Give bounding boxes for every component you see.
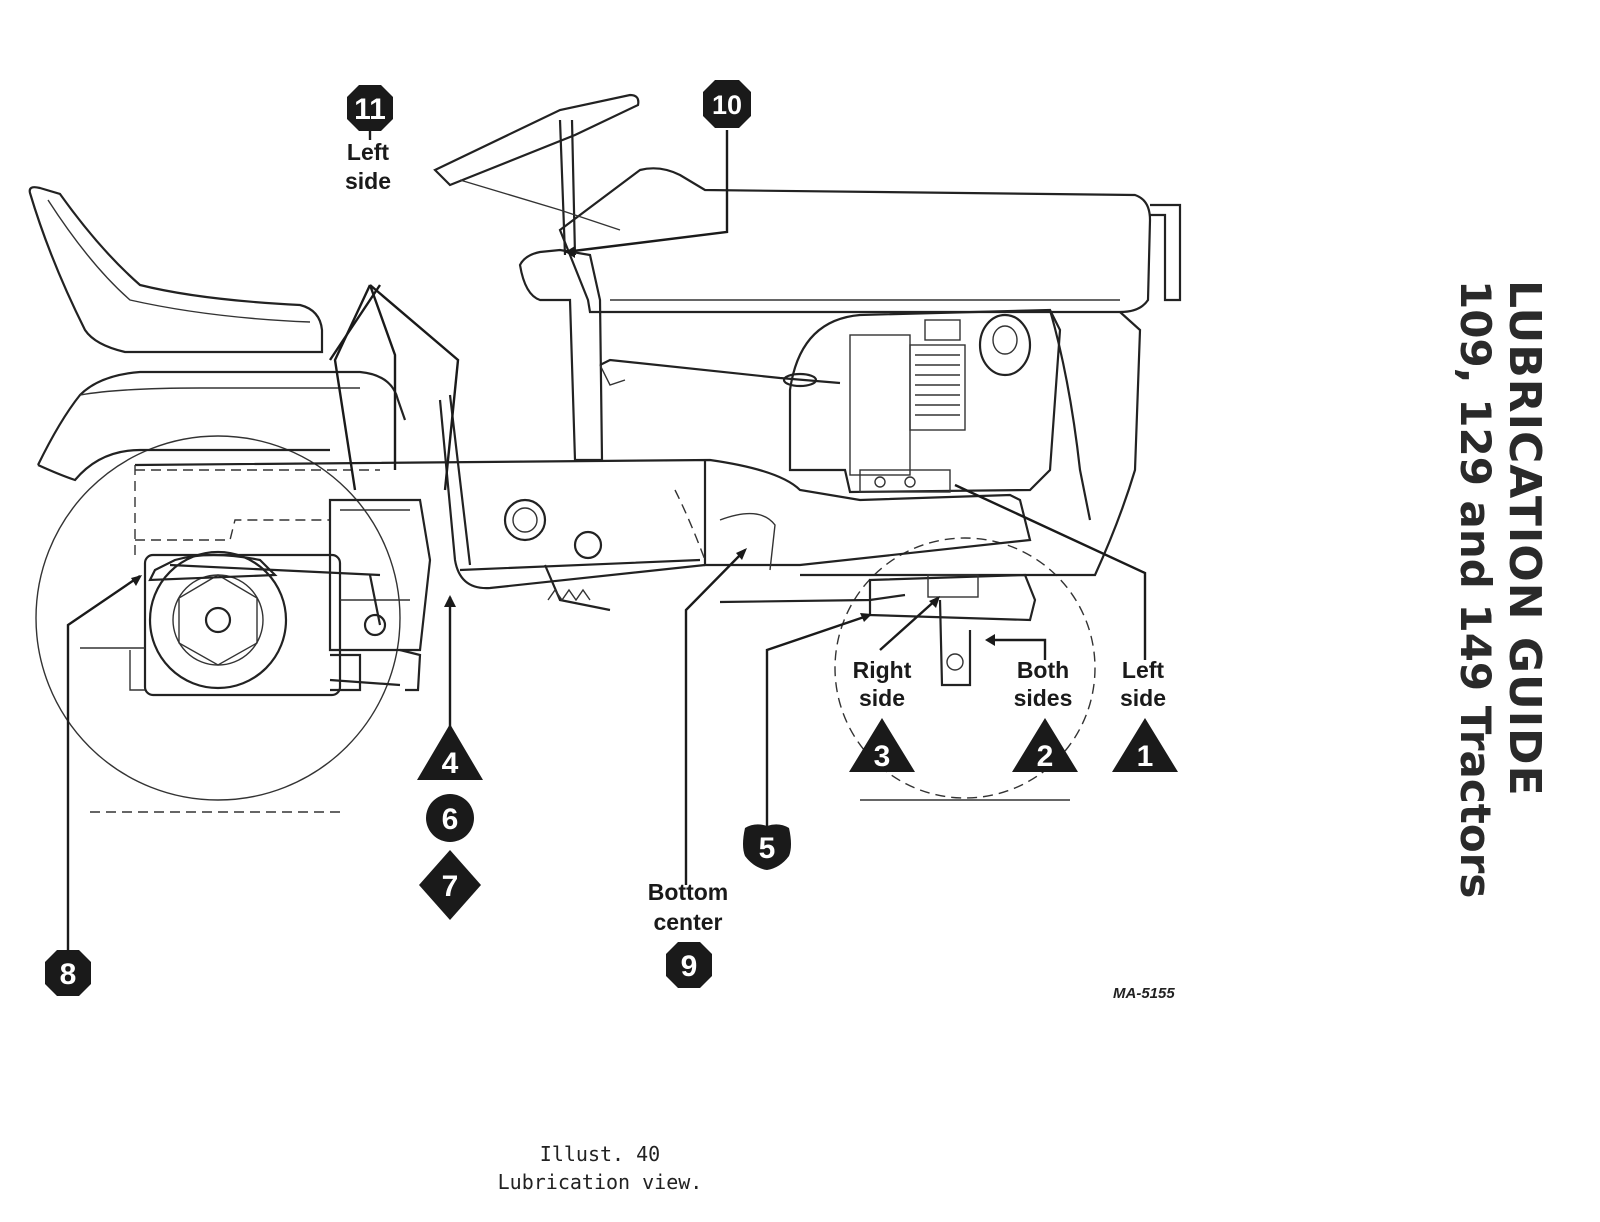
octagon-badge xyxy=(703,80,751,128)
callout-1-label-line2: side xyxy=(1120,685,1166,711)
callout-7: 7 xyxy=(419,850,481,920)
diamond-badge xyxy=(419,850,481,920)
guide-title: LUBRICATION GUIDE xyxy=(1499,280,1550,797)
callout-11-number: 11 xyxy=(354,93,386,126)
title-block: LUBRICATION GUIDE 109, 129 and 149 Tract… xyxy=(1450,280,1570,1040)
callout-10: 10 xyxy=(703,80,751,128)
callout-9-number: 9 xyxy=(681,950,698,983)
octagon-badge xyxy=(347,85,393,131)
callout-1-label-line1: Left xyxy=(1122,657,1165,683)
callout-2-number: 2 xyxy=(1037,740,1054,773)
callout-2: Both sides 2 xyxy=(1012,657,1078,773)
tractor-illustration xyxy=(28,93,1182,813)
callout-6-number: 6 xyxy=(442,803,459,836)
callout-5-number: 5 xyxy=(759,832,776,865)
arrowhead-5 xyxy=(860,613,872,622)
octagon-badge xyxy=(45,950,91,996)
steering-wheel xyxy=(433,93,640,187)
callout-3: Right side 3 xyxy=(849,657,915,773)
rear-fender xyxy=(37,370,407,482)
callout-1-number: 1 xyxy=(1137,740,1154,773)
callout-10-number: 10 xyxy=(712,90,742,120)
arrowhead-4 xyxy=(444,595,456,607)
callout-4: 4 xyxy=(417,724,483,780)
callout-8-number: 8 xyxy=(60,958,77,991)
callout-6: 6 xyxy=(426,794,474,842)
frame xyxy=(134,458,1032,567)
engine xyxy=(788,308,1062,494)
steering-column xyxy=(558,119,577,256)
caption-line2: Lubrication view. xyxy=(497,1170,703,1194)
callout-11-label-line2: side xyxy=(345,168,391,194)
guide-subtitle: 109, 129 and 149 Tractors xyxy=(1451,280,1500,899)
transaxle xyxy=(80,498,432,697)
figure-caption: Illust. 40 Lubrication view. xyxy=(440,1140,760,1196)
drawing-number: MA-5155 xyxy=(1113,985,1175,1002)
arrowhead-2 xyxy=(985,634,995,646)
triangle-badge xyxy=(1012,718,1078,772)
shield-badge xyxy=(743,824,791,870)
callout-9-label-line2: center xyxy=(653,909,722,935)
callout-3-number: 3 xyxy=(874,740,891,773)
callout-3-label-line1: Right xyxy=(853,657,912,683)
callout-11: 11 Left side xyxy=(345,85,393,194)
hood xyxy=(558,167,1152,314)
callout-2-label-line2: sides xyxy=(1014,685,1073,711)
triangle-badge xyxy=(1112,718,1178,772)
callout-1: Left side 1 xyxy=(1112,657,1178,773)
caption-line1: Illust. 40 xyxy=(539,1142,661,1166)
arrowhead-3 xyxy=(929,596,940,608)
callout-9-label-line1: Bottom xyxy=(648,879,728,905)
circle-badge xyxy=(426,794,474,842)
triangle-badge xyxy=(417,724,483,780)
callout-2-label-line1: Both xyxy=(1017,657,1069,683)
fuel-cap xyxy=(503,498,547,542)
dash-console xyxy=(518,248,604,462)
front-wheel xyxy=(834,537,1096,799)
seat xyxy=(28,186,324,354)
callout-11-label-line1: Left xyxy=(347,139,390,165)
leader-lines xyxy=(66,130,1147,950)
callout-7-number: 7 xyxy=(442,870,459,903)
callout-8: 8 xyxy=(45,950,91,996)
callout-9: Bottom center 9 xyxy=(648,879,728,988)
rear-wheel xyxy=(35,435,401,801)
callout-3-label-line2: side xyxy=(859,685,905,711)
arrowhead-8 xyxy=(131,575,142,586)
octagon-badge xyxy=(666,942,712,988)
triangle-badge xyxy=(849,718,915,772)
arrowhead-9 xyxy=(736,548,747,560)
callout-5: 5 xyxy=(743,824,791,870)
arrowhead-10 xyxy=(565,246,575,258)
callout-4-number: 4 xyxy=(442,747,459,780)
